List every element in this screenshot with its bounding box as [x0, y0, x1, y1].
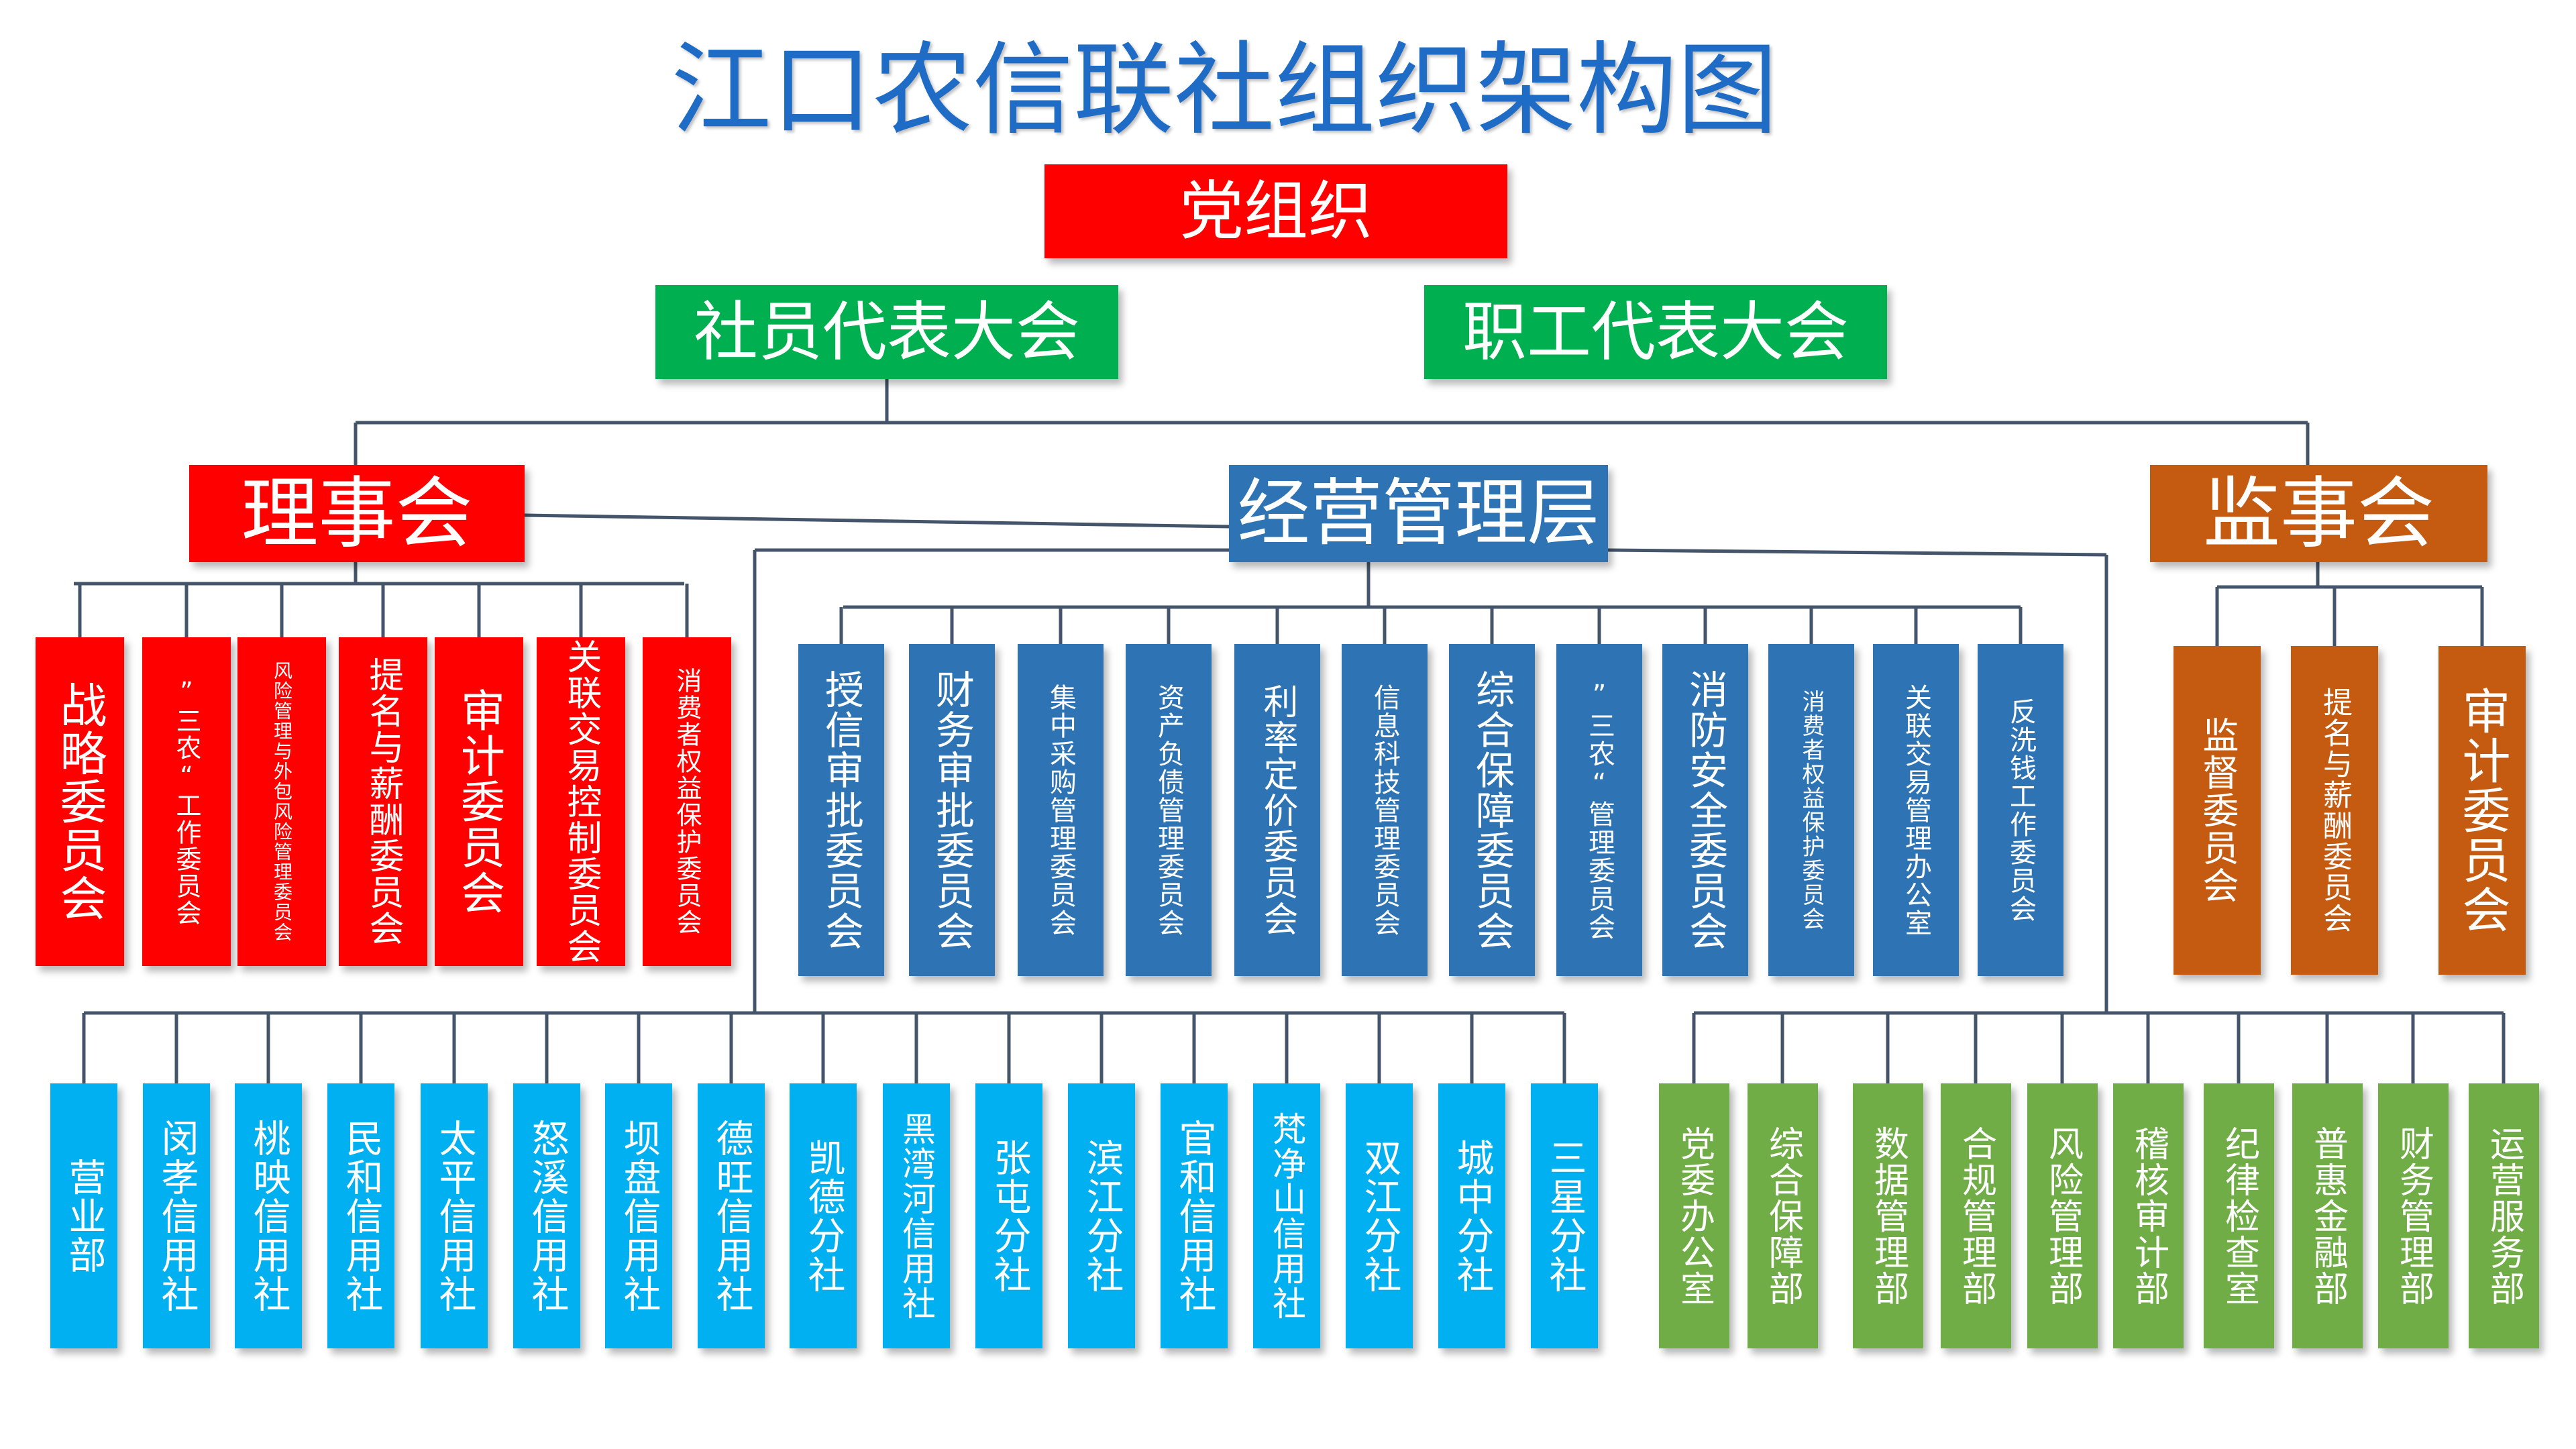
- department-9: 财务管理部: [2378, 1083, 2449, 1348]
- supervisory-committee-2: 提名与薪酬委员会: [2291, 646, 2378, 975]
- connector-line-36: [1607, 548, 2107, 557]
- branch-2: 闵孝信用社: [143, 1083, 210, 1348]
- branch-6: 怒溪信用社: [513, 1083, 580, 1348]
- management-committee-3: 集中采购管理委员会: [1018, 644, 1104, 976]
- management-committee-10: 消费者权益保护委员会: [1768, 644, 1854, 976]
- branch-1: 营业部: [50, 1083, 117, 1348]
- department-2: 综合保障部: [1748, 1083, 1818, 1348]
- branch-15: 双江分社: [1346, 1083, 1413, 1348]
- members-congress-box: 社员代表大会: [655, 285, 1118, 379]
- department-10: 运营服务部: [2469, 1083, 2539, 1348]
- branch-5: 太平信用社: [421, 1083, 488, 1348]
- branch-10: 黑湾河信用社: [883, 1083, 950, 1348]
- management-committee-4: 资产负债管理委员会: [1126, 644, 1212, 976]
- connector-line-5: [524, 513, 1230, 529]
- department-8: 普惠金融部: [2292, 1083, 2363, 1348]
- branch-11: 张屯分社: [975, 1083, 1042, 1348]
- branch-17: 三星分社: [1531, 1083, 1598, 1348]
- management-committee-6: 信息科技管理委员会: [1342, 644, 1428, 976]
- branch-14: 梵净山信用社: [1253, 1083, 1320, 1348]
- board-committee-3: 风险管理与外包风险管理委员会: [237, 637, 326, 966]
- branch-12: 滨江分社: [1068, 1083, 1135, 1348]
- supervisory-committee-1: 监督委员会: [2174, 646, 2261, 975]
- management-committee-12: 反洗钱工作委员会: [1978, 644, 2063, 976]
- board-committee-6: 关联交易控制委员会: [537, 637, 625, 966]
- staff-congress-box: 职工代表大会: [1424, 285, 1887, 379]
- department-1: 党委办公室: [1659, 1083, 1729, 1348]
- branch-16: 城中分社: [1438, 1083, 1505, 1348]
- party-organization-box: 党组织: [1044, 164, 1507, 258]
- management-committee-11: 关联交易管理办公室: [1873, 644, 1959, 976]
- department-7: 纪律检查室: [2204, 1083, 2274, 1348]
- management-committee-2: 财务审批委员会: [909, 644, 995, 976]
- branch-13: 官和信用社: [1161, 1083, 1228, 1348]
- board-committee-1: 战略委员会: [36, 637, 124, 966]
- management-committee-9: 消防安全委员会: [1662, 644, 1748, 976]
- board-committee-4: 提名与薪酬委员会: [339, 637, 427, 966]
- branch-7: 坝盘信用社: [605, 1083, 672, 1348]
- board-committee-7: 消费者权益保护委员会: [643, 637, 731, 966]
- department-6: 稽核审计部: [2113, 1083, 2184, 1348]
- management-committee-7: 综合保障委员会: [1449, 644, 1535, 976]
- board-of-directors-box: 理事会: [189, 465, 525, 562]
- management-committee-8: ”三农“管理委员会: [1556, 644, 1642, 976]
- board-of-supervisors-box: 监事会: [2150, 465, 2487, 562]
- board-committee-5: 审计委员会: [435, 637, 523, 966]
- board-committee-2: ”三农“工作委员会: [142, 637, 231, 966]
- supervisory-committee-3: 审计委员会: [2438, 646, 2526, 975]
- page-title: 江口农信联社组织架构图: [671, 32, 1778, 149]
- branch-3: 桃映信用社: [235, 1083, 302, 1348]
- department-3: 数据管理部: [1853, 1083, 1923, 1348]
- management-committee-1: 授信审批委员会: [798, 644, 884, 976]
- department-5: 风险管理部: [2027, 1083, 2098, 1348]
- branch-9: 凯德分社: [790, 1083, 857, 1348]
- department-4: 合规管理部: [1941, 1083, 2011, 1348]
- branch-4: 民和信用社: [327, 1083, 394, 1348]
- branch-8: 德旺信用社: [698, 1083, 765, 1348]
- management-committee-5: 利率定价委员会: [1234, 644, 1320, 976]
- management-box: 经营管理层: [1229, 465, 1608, 562]
